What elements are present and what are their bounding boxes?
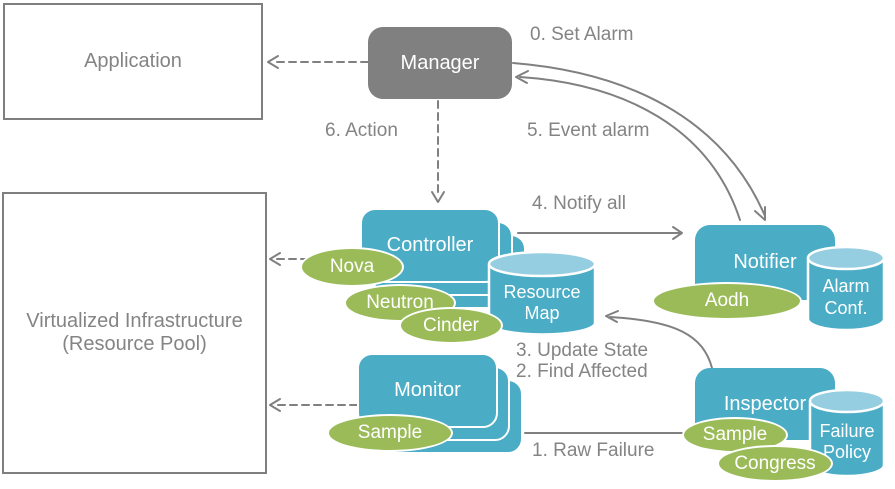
cinder-label: Cinder [423, 314, 479, 336]
neutron-label: Neutron [366, 292, 434, 313]
manager-node: Manager [368, 27, 512, 99]
infrastructure-label-line1: Virtualized Infrastructure [26, 310, 243, 332]
cinder-ellipse: Cinder [399, 307, 503, 344]
set-alarm-label: 0. Set Alarm [530, 24, 634, 45]
arrow-update-state [609, 316, 713, 369]
find-affected-label: 2. Find Affected [516, 361, 648, 382]
controller-label: Controller [386, 234, 474, 256]
arrowhead-update-state [605, 310, 619, 323]
aodh-label: Aodh [704, 290, 750, 311]
inspector-label: Inspector [723, 392, 807, 415]
alarm-conf-cylinder-shape [806, 245, 886, 332]
infrastructure-label-line2: (Resource Pool) [62, 333, 207, 355]
arc-event-alarm [519, 76, 741, 221]
arrowhead-event-alarm [515, 70, 529, 84]
inspector-sample-label: Sample [702, 424, 768, 445]
failure-policy-label-line1: Failure [819, 420, 875, 441]
update-state-label: 3. Update State [516, 340, 649, 361]
resource-map-label-line2: Map [524, 303, 560, 323]
arc-set-alarm [512, 62, 766, 217]
arrowhead-infrastructure-top [269, 252, 281, 266]
resource-map-cylinder: Resource Map [487, 250, 597, 336]
arrowhead-notify-all [672, 226, 683, 240]
application-label: Application [84, 50, 182, 72]
alarm-conf-label-line1: Alarm [822, 276, 870, 297]
congress-label: Congress [734, 452, 816, 474]
monitor-sample-ellipse: Sample [327, 414, 453, 452]
monitor-label: Monitor [394, 379, 461, 401]
alarm-conf-cylinder: Alarm Conf. [806, 245, 886, 332]
application-box: Application [3, 3, 263, 120]
nova-label: Nova [329, 256, 375, 277]
event-alarm-label: 5. Event alarm [527, 120, 650, 141]
monitor-sample-label: Sample [357, 422, 423, 443]
aodh-ellipse: Aodh [652, 282, 802, 320]
manager-label: Manager [400, 51, 480, 74]
arrowhead-action [431, 191, 445, 203]
arrowhead-infrastructure-bottom [269, 398, 281, 412]
failure-policy-label-line2: Policy [822, 442, 871, 462]
nova-ellipse: Nova [300, 247, 404, 287]
arrowhead-application [267, 55, 279, 69]
notify-all-label: 4. Notify all [532, 193, 626, 214]
resource-map-cylinder-shape [487, 250, 597, 336]
raw-failure-label: 1. Raw Failure [532, 440, 655, 461]
notifier-label: Notifier [733, 251, 797, 273]
congress-ellipse: Congress [717, 445, 833, 482]
alarm-conf-label-line2: Conf. [824, 297, 868, 318]
action-label: 6. Action [325, 120, 398, 141]
infrastructure-box: Virtualized Infrastructure (Resource Poo… [2, 192, 267, 474]
resource-map-label-line1: Resource [503, 281, 581, 302]
arrowhead-set-alarm [754, 206, 766, 221]
